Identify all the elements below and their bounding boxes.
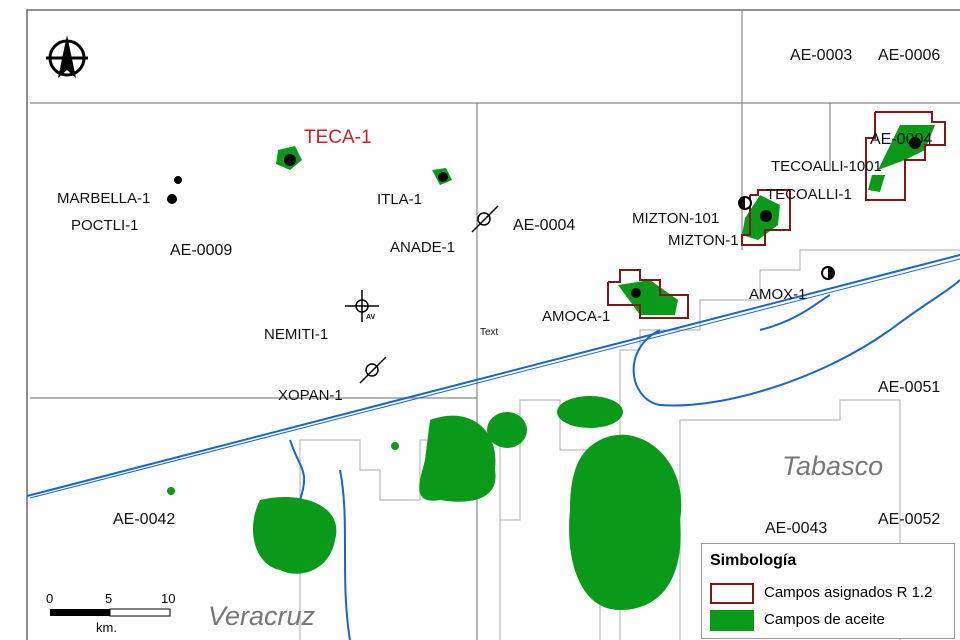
well-icon-mizton [760,210,772,222]
well-symbols [167,137,921,298]
state-label-tabasco: Tabasco [782,451,884,481]
block-label: AE-0004 [513,217,576,234]
scale-tick-0: 0 [46,591,54,606]
legend: Simbología Campos asignados R 1.2 Campos… [701,543,955,639]
well-label-anade: ANADE-1 [390,239,456,256]
well-label-tecoalli-1: TECOALLI-1 [766,186,852,203]
well-label-teca: TECA-1 [304,127,372,148]
well-label-itla: ITLA-1 [377,191,423,208]
block-label: AE-0003 [790,47,853,64]
well-label-amoca: AMOCA-1 [542,308,611,325]
well-label-tecoalli-1001: TECOALLI-1001 [771,158,882,175]
well-label-mizton-101: MIZTON-101 [632,210,720,227]
block-label: AE-0006 [878,47,941,64]
well-icon-ae0004 [909,137,921,149]
scale-tick-5: 5 [105,591,113,606]
well-icon-itla [438,172,448,182]
block-label: AE-0009 [170,242,233,259]
assigned-fields [607,111,946,319]
north-arrow-icon [46,35,88,78]
legend-title: Simbología [710,552,797,569]
scale-unit: km. [96,620,117,635]
text-placeholder: Text [480,327,499,338]
well-label-nemiti: NEMITI-1 [264,326,329,343]
well-label-xopan: XOPAN-1 [278,387,343,404]
well-label-poctli: POCTLI-1 [71,217,139,234]
legend-swatch-assigned [710,583,754,604]
well-label-mizton-1: MIZTON-1 [668,232,739,249]
legend-swatch-oil [710,610,754,631]
well-label-marbella: MARBELLA-1 [57,190,151,207]
scale-tick-10: 10 [161,591,176,606]
block-label: AE-0004 [870,131,933,148]
well-icon-marbella [167,194,177,204]
oil-fields [167,125,935,610]
legend-label-assigned: Campos asignados R 1.2 [764,584,933,601]
state-label-veracruz: Veracruz [208,601,316,631]
coastline [26,254,960,640]
av-label: AV [366,314,376,321]
dry-well-symbols [345,205,499,384]
legend-label-oil: Campos de aceite [764,611,885,628]
well-label-amox: AMOX-1 [749,286,807,303]
block-label: AE-0052 [878,511,941,528]
block-label: AE-0043 [765,520,828,537]
well-icon-teca [284,154,296,166]
well-icon-amoca [631,288,641,298]
block-label: AE-0051 [878,379,941,396]
scale-bar [50,608,171,617]
block-label: AE-0042 [113,511,176,528]
